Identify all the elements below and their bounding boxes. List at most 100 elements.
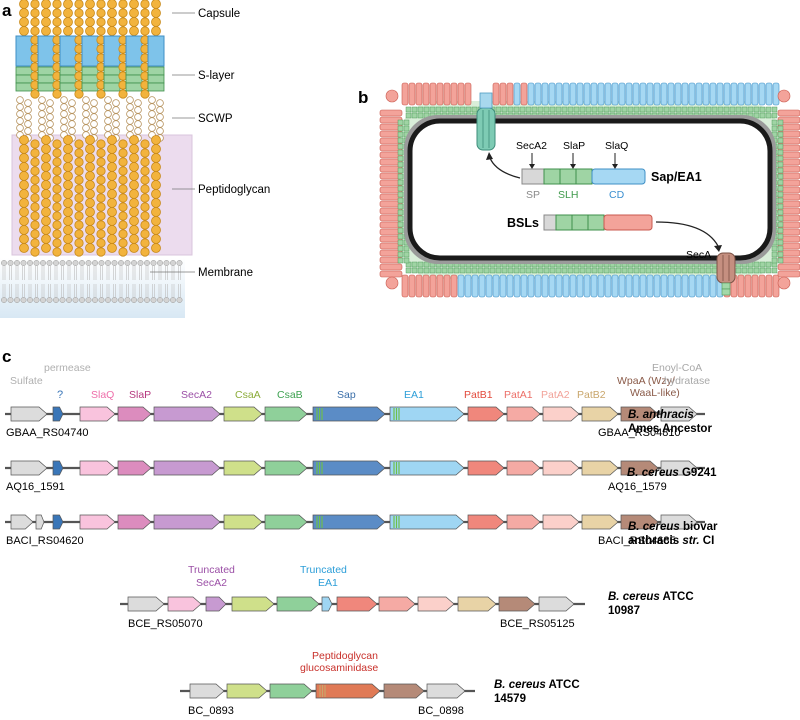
label-slap: SlaP bbox=[563, 140, 585, 152]
gene-label-sulfate: Sulfatepermease bbox=[10, 362, 91, 387]
gene-arrow bbox=[581, 406, 619, 422]
gene-arrow bbox=[52, 514, 64, 530]
label-scwp: SCWP bbox=[198, 113, 233, 125]
gene-arrow bbox=[389, 460, 465, 476]
gene-arrow bbox=[205, 596, 227, 612]
seca-channel bbox=[716, 252, 736, 296]
gene-arrow bbox=[231, 596, 275, 612]
gene-arrow bbox=[542, 406, 580, 422]
gene-arrow bbox=[167, 596, 202, 612]
strain-2: B. cereus biovar bbox=[628, 521, 718, 533]
gene-label-patb1: PatB1 bbox=[464, 389, 493, 401]
strain-2-line2: anthracis str. CI bbox=[628, 535, 714, 547]
seca2-channel bbox=[476, 92, 496, 151]
gene-arrow bbox=[467, 514, 505, 530]
gene-arrow bbox=[506, 406, 541, 422]
label-peptidoglycan: Peptidoglycan bbox=[198, 184, 270, 196]
left-locus-4: BC_0893 bbox=[188, 705, 234, 717]
gene-arrow bbox=[10, 460, 48, 476]
right-locus-3: BCE_RS05125 bbox=[500, 618, 575, 630]
right-locus-0: GBAA_RS04810 bbox=[598, 427, 681, 439]
left-locus-2: BACI_RS04620 bbox=[6, 535, 84, 547]
gene-arrow bbox=[620, 460, 659, 476]
gene-arrow bbox=[581, 460, 619, 476]
gene-arrow bbox=[542, 460, 580, 476]
left-locus-1: AQ16_1591 bbox=[6, 481, 65, 493]
gene-arrow bbox=[127, 596, 165, 612]
gene-arrow bbox=[660, 460, 698, 476]
gene-label-pata2: PatA2 bbox=[541, 389, 570, 401]
strain-1: B. cereus G9241 bbox=[627, 467, 717, 479]
gene-arrow bbox=[312, 514, 386, 530]
right-locus-4: BC_0898 bbox=[418, 705, 464, 717]
gene-arrow bbox=[620, 514, 659, 530]
gene-arrow bbox=[383, 683, 425, 699]
panel-b: b SecA2 SlaP SlaQ bbox=[358, 82, 800, 298]
gene-arrow bbox=[660, 406, 698, 422]
label-slaq: SlaQ bbox=[605, 140, 628, 152]
cd-domain bbox=[591, 168, 646, 185]
gene-arrow bbox=[52, 460, 64, 476]
gene-arrow bbox=[620, 406, 659, 422]
sp-domain bbox=[521, 168, 545, 185]
gene-arrow bbox=[312, 460, 386, 476]
gene-arrow bbox=[189, 683, 225, 699]
label-seca: SecA bbox=[686, 249, 711, 261]
membrane bbox=[0, 258, 185, 318]
strain-4: B. cereus ATCC bbox=[494, 679, 580, 691]
label-bsls: BSLs bbox=[507, 216, 539, 230]
gene-arrow bbox=[389, 406, 465, 422]
gene-arrow bbox=[226, 683, 268, 699]
gene-arrow bbox=[426, 683, 466, 699]
panel-a-letter: a bbox=[2, 1, 12, 20]
strain-3: B. cereus ATCC bbox=[608, 591, 694, 603]
label-slh: SLH bbox=[558, 189, 578, 201]
gene-rows: GBAA_RS04740 GBAA_RS04810 B. anthracisAmes… bbox=[5, 406, 718, 717]
right-locus-1: AQ16_1579 bbox=[608, 481, 667, 493]
strain-3-line2: 10987 bbox=[608, 605, 640, 617]
panel-b-letter: b bbox=[358, 88, 368, 107]
gene-label-csab: CsaB bbox=[277, 389, 303, 401]
gene-arrow bbox=[269, 683, 313, 699]
gene-arrow bbox=[581, 514, 619, 530]
gene-arrow bbox=[542, 514, 580, 530]
gene-label-permease: permease bbox=[44, 362, 91, 374]
gene-labels: Sulfatepermease ? SlaQ SlaP SecA2 CsaA C… bbox=[10, 362, 710, 401]
gene-arrow bbox=[79, 514, 116, 530]
pg-glucosaminidase-gene bbox=[315, 683, 381, 699]
gene-label-seca2: SecA2 bbox=[181, 389, 212, 401]
gene-arrow bbox=[117, 460, 152, 476]
gene-arrow bbox=[10, 514, 34, 530]
strain-0: B. anthracis bbox=[628, 409, 694, 421]
gene-arrow bbox=[506, 514, 541, 530]
gene-arrow bbox=[467, 406, 505, 422]
label-membrane: Membrane bbox=[198, 267, 253, 279]
gene-label-q: ? bbox=[57, 389, 63, 401]
gene-arrow bbox=[117, 514, 152, 530]
gene-arrow bbox=[10, 406, 48, 422]
gene-label-patb2: PatB2 bbox=[577, 389, 606, 401]
strain-0-line2: Ames Ancestor bbox=[628, 423, 712, 435]
right-locus-2: BACI_RS04685 bbox=[598, 535, 676, 547]
strain-4-line2: 14579 bbox=[494, 693, 526, 705]
left-locus-0: GBAA_RS04740 bbox=[6, 427, 89, 439]
gene-label-pata1: PatA1 bbox=[504, 389, 533, 401]
gene-arrow bbox=[336, 596, 378, 612]
label-capsule: Capsule bbox=[198, 8, 240, 20]
gene-label-slap: SlaP bbox=[129, 389, 151, 401]
gene-arrow bbox=[223, 406, 263, 422]
gene-arrow bbox=[35, 514, 45, 530]
gene-arrow bbox=[223, 514, 263, 530]
gene-arrow bbox=[79, 460, 116, 476]
gene-arrow bbox=[223, 460, 263, 476]
label-sp: SP bbox=[526, 189, 540, 201]
gene-arrow bbox=[312, 406, 386, 422]
gene-arrow bbox=[276, 596, 320, 612]
gene-arrow bbox=[321, 596, 333, 612]
panel-c: c Sulfatepermease ? SlaQ SlaP SecA2 CsaA… bbox=[2, 347, 718, 717]
label-seca2: SecA2 bbox=[516, 140, 547, 152]
